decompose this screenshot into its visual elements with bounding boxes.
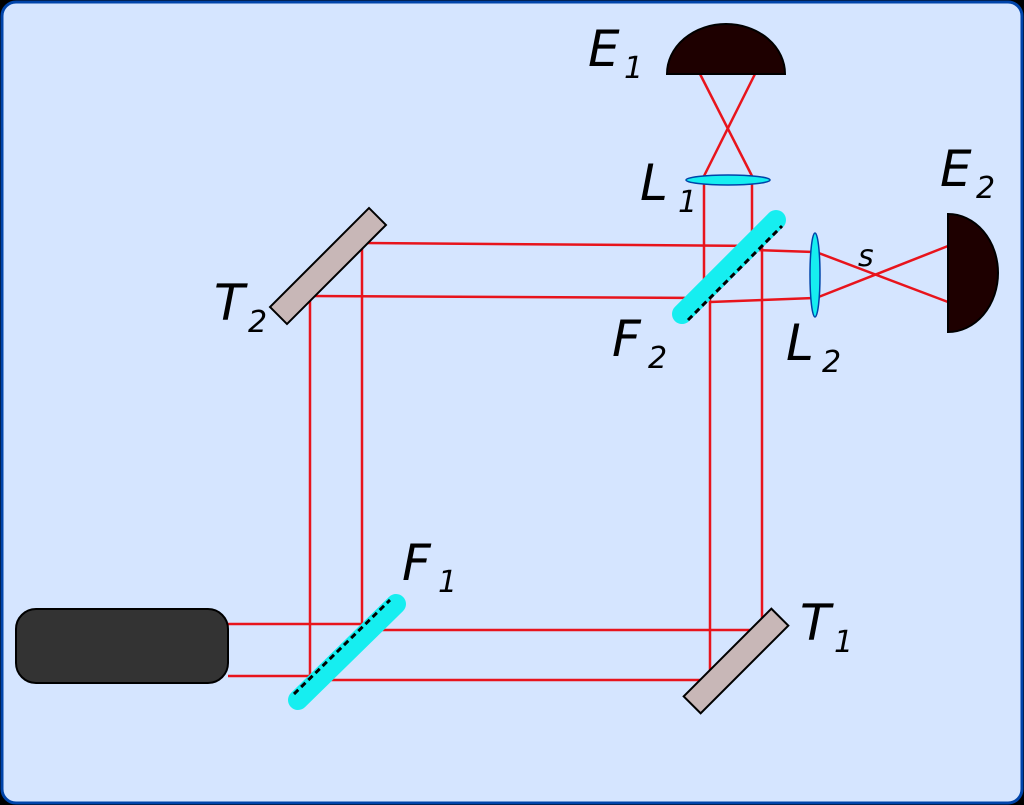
label-e2: E [940,140,972,198]
label-l1: L [640,154,668,212]
label-l2-sub: 2 [822,345,841,380]
lens-l1 [685,174,771,186]
label-l1-sub: 1 [678,185,697,220]
beam-splitter-icon [288,210,786,710]
label-t2: T [214,274,248,332]
mirror-t2 [268,206,388,326]
beam-right-bottom [709,296,815,304]
splitter-f1-surface [292,598,392,696]
label-f2-sub: 2 [648,341,667,376]
mirror-t1 [682,607,790,715]
lens-l2 [809,232,821,318]
component-labels: E 1 E 2 L 1 L 2 s T 1 T 2 F 1 F 2 [214,20,995,660]
beam-e1-cross-a [702,73,757,177]
label-t1: T [800,594,834,652]
label-e1: E [588,20,620,78]
convex-lens-icon [685,174,821,318]
splitter-f2-surface [686,224,784,322]
detector-e2 [947,212,999,334]
splitter-f1 [288,594,406,710]
beam-e1-cross-b [698,73,754,177]
laser-source-icon [15,608,229,684]
splitter-f2 [672,210,786,324]
beam-e2-cross-b [815,244,949,300]
label-f1: F [402,534,432,592]
label-t2-sub: 2 [248,305,267,340]
beam-e2-cross-a [815,250,949,304]
label-s: s [858,239,874,274]
beam-paths [228,73,949,682]
label-f2: F [612,310,642,368]
beam-upper-arm-top [361,241,763,248]
label-t1-sub: 1 [834,625,853,660]
beam-upper-arm-bottom [309,294,707,300]
half-disc-detector-icon [665,23,999,334]
label-f1-sub: 1 [438,565,457,600]
beam-right-top [755,248,815,254]
label-l2: L [786,314,814,372]
label-e1-sub: 1 [624,51,643,86]
flat-mirror-icon [268,206,790,715]
label-e2-sub: 2 [976,171,995,206]
detector-e1 [665,23,787,75]
